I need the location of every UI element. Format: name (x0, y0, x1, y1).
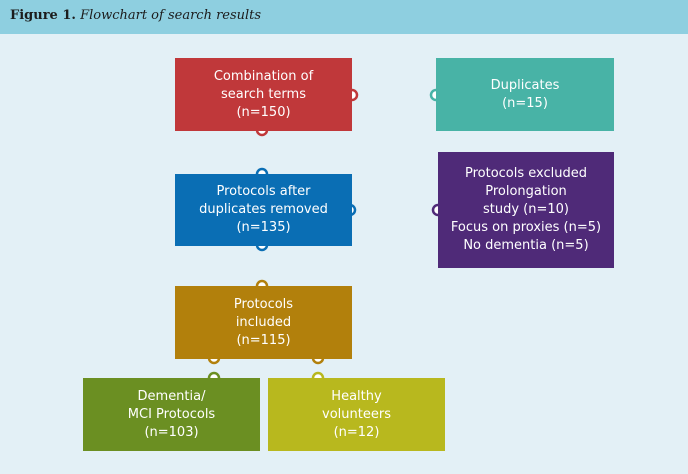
box-line: search terms (221, 86, 306, 102)
box-line: Protocols excluded (464, 166, 588, 181)
box-line: (n=115) (236, 332, 291, 348)
search-terms-box: Combination of search terms (n=150) (175, 58, 352, 131)
box-line: Focus on proxies (n=5) (450, 220, 602, 235)
box-line: (n=15) (502, 95, 548, 111)
box-line: included (235, 314, 292, 330)
box-line: (n=150) (236, 104, 291, 120)
box-line: duplicates removed (199, 202, 328, 217)
box-line: Protocols (233, 296, 294, 312)
duplicates-box: Duplicates (n=15) (436, 58, 614, 131)
box-line: Duplicates (490, 77, 560, 93)
after-duplicates-box: Protocols after duplicates removed (n=13… (175, 174, 352, 246)
box-line: No dementia (n=5) (463, 238, 589, 253)
healthy-volunteers-box: Healthy volunteers (n=12) (268, 378, 445, 451)
box-line: (n=135) (236, 220, 291, 235)
excluded-box: Protocols excluded Prolongation study (n… (438, 152, 614, 268)
figure-caption: Flowchart of search results (80, 8, 262, 23)
box-line: MCI Protocols (127, 406, 216, 422)
dementia-mci-box: Dementia/ MCI Protocols (n=103) (83, 378, 260, 451)
box-line: Healthy (331, 388, 382, 404)
box-line: study (n=10) (482, 202, 569, 217)
box-line: (n=103) (144, 424, 199, 440)
figure-label: Figure 1. (10, 8, 76, 23)
box-line: Dementia/ (137, 388, 206, 404)
box-line: Combination of (213, 68, 314, 84)
box-line: Protocols after (216, 184, 311, 199)
box-line: Prolongation (485, 184, 567, 199)
box-line: volunteers (322, 406, 391, 422)
figure-header: Figure 1. Flowchart of search results (0, 0, 688, 34)
figure-title: Figure 1. Flowchart of search results (10, 8, 261, 23)
box-line: (n=12) (333, 424, 380, 440)
included-box: Protocols included (n=115) (175, 286, 352, 359)
